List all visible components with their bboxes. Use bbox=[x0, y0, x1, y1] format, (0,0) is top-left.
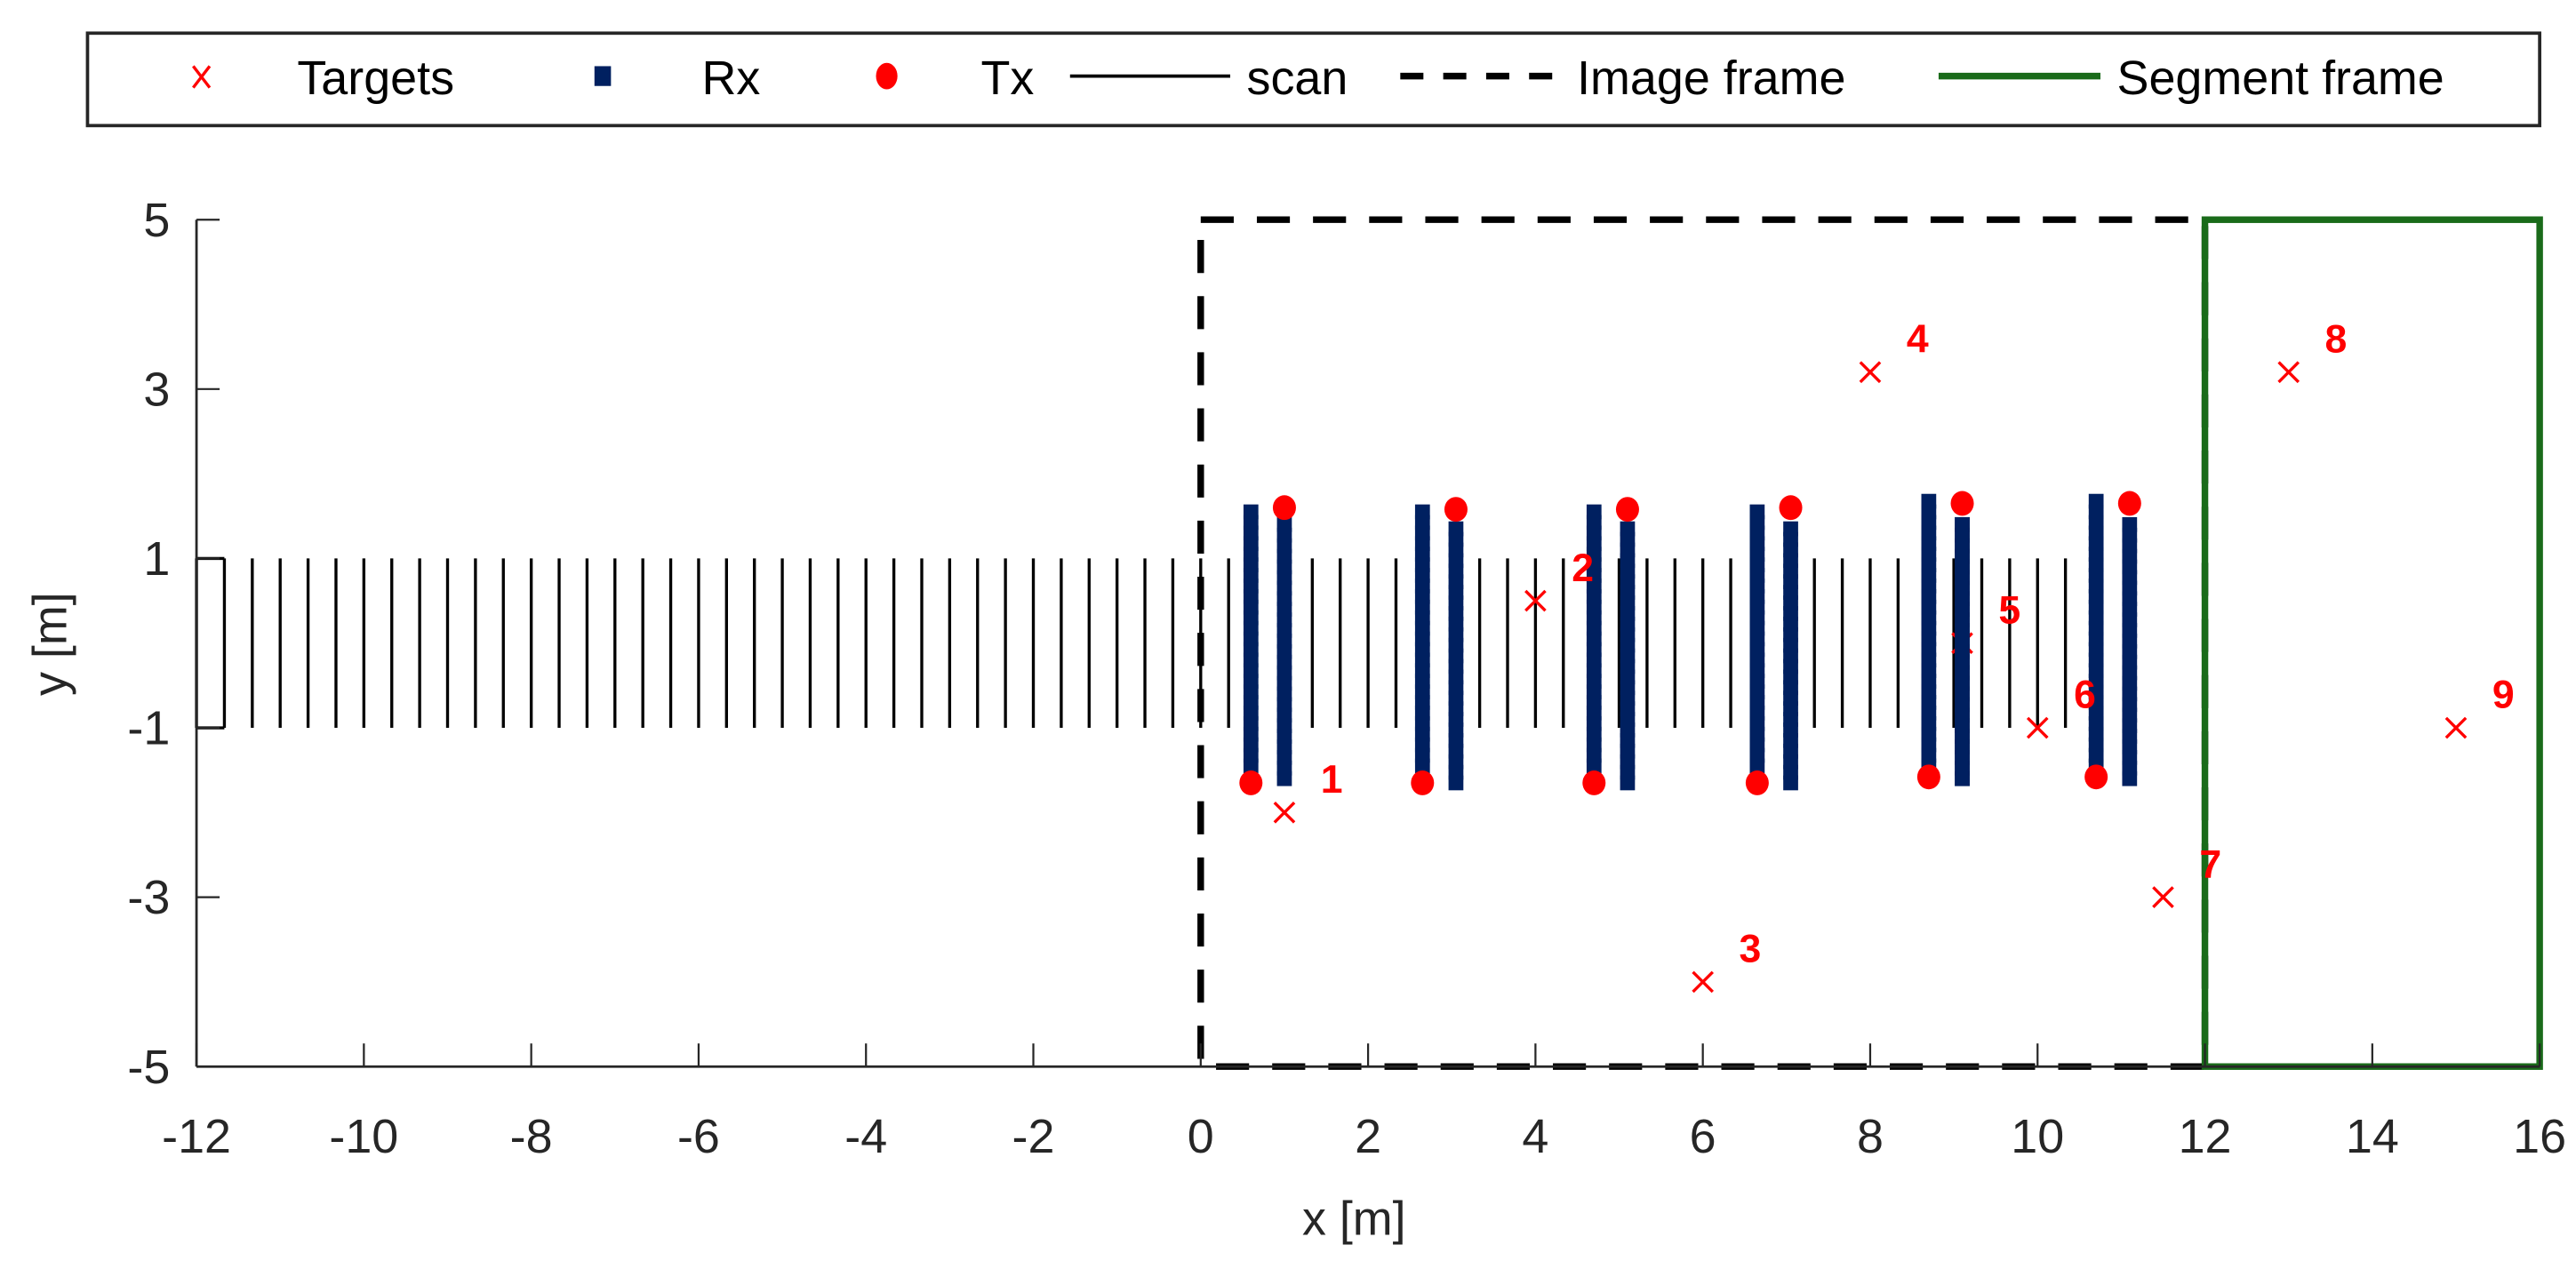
legend-item-image-frame: Image frame bbox=[1400, 52, 1845, 105]
legend-box bbox=[85, 31, 2541, 128]
rx-marker bbox=[1414, 504, 1430, 520]
target-3: 3 bbox=[1692, 928, 1762, 994]
y-axis-label: y [m] bbox=[23, 592, 76, 696]
tx-marker bbox=[1745, 770, 1769, 795]
targets: 1 2 3 4 5 6 7 8 9 bbox=[1273, 317, 2515, 994]
target-label: 1 bbox=[1321, 758, 1343, 802]
x-tick-label: 6 bbox=[1690, 1110, 1716, 1163]
rx-marker bbox=[1243, 504, 1259, 520]
x-marker-icon bbox=[192, 65, 212, 89]
legend-item-scan: scan bbox=[1069, 52, 1348, 105]
x-tick-label: 16 bbox=[2513, 1110, 2566, 1163]
target-8: 8 bbox=[2277, 317, 2348, 384]
legend-item-segment-frame: Segment frame bbox=[1938, 52, 2444, 105]
y-tick-label: -1 bbox=[127, 702, 170, 755]
target-1: 1 bbox=[1273, 758, 1343, 824]
segment-frame bbox=[2201, 216, 2543, 1070]
target-2: 2 bbox=[1524, 547, 1594, 612]
x-axis-label: x [m] bbox=[1302, 1193, 1406, 1246]
x-tick-label: 8 bbox=[1857, 1110, 1884, 1163]
x-tick-label: -10 bbox=[329, 1110, 398, 1163]
tx-marker bbox=[1411, 770, 1435, 795]
x-marker-icon bbox=[1524, 589, 1547, 612]
rx-marker bbox=[1448, 521, 1464, 537]
rx-marker bbox=[1276, 516, 1292, 532]
target-label: 6 bbox=[2074, 674, 2096, 717]
rx-marker bbox=[1921, 493, 1937, 509]
x-marker-icon bbox=[2444, 716, 2468, 739]
tx-marker bbox=[1615, 497, 1639, 523]
legend-label-scan: scan bbox=[1247, 52, 1348, 105]
rx-marker bbox=[1749, 504, 1765, 520]
legend-label-targets: Targets bbox=[297, 52, 454, 105]
target-9: 9 bbox=[2444, 674, 2515, 739]
target-label: 7 bbox=[2199, 842, 2221, 886]
x-marker-icon bbox=[1273, 801, 1296, 824]
x-tick-label: 10 bbox=[2011, 1110, 2064, 1163]
rx-array bbox=[1243, 493, 2138, 791]
target-7: 7 bbox=[2152, 842, 2221, 908]
y-tick-label: -3 bbox=[127, 871, 170, 924]
x-tick-label: -2 bbox=[1012, 1110, 1055, 1163]
legend-item-targets: Targets bbox=[192, 52, 454, 105]
tx-marker bbox=[1582, 770, 1606, 795]
tx-marker bbox=[1272, 495, 1296, 521]
legend-item-tx: Tx bbox=[876, 52, 1034, 105]
x-marker-icon bbox=[2026, 716, 2049, 739]
tx-marker bbox=[1444, 497, 1468, 523]
x-marker-icon bbox=[2152, 886, 2174, 908]
x-marker-icon bbox=[1692, 970, 1715, 994]
target-label: 9 bbox=[2492, 674, 2515, 717]
target-label: 4 bbox=[1907, 317, 1929, 361]
x-tick-label: 14 bbox=[2346, 1110, 2399, 1163]
legend-label-segment-frame: Segment frame bbox=[2117, 52, 2444, 105]
x-tick-label: 2 bbox=[1355, 1110, 1381, 1163]
tx-array bbox=[1239, 491, 2141, 795]
target-6: 6 bbox=[2026, 674, 2096, 739]
x-marker-icon bbox=[1859, 361, 1882, 384]
rx-marker bbox=[2122, 516, 2138, 532]
y-tick-label: -5 bbox=[127, 1041, 170, 1094]
target-label: 2 bbox=[1572, 547, 1594, 590]
y-tick-label: 1 bbox=[143, 532, 170, 586]
tx-marker bbox=[1239, 770, 1263, 795]
rx-marker bbox=[1955, 516, 1970, 532]
y-tick-label: 3 bbox=[143, 363, 170, 416]
target-label: 8 bbox=[2325, 317, 2348, 361]
x-marker-icon bbox=[2277, 361, 2300, 384]
y-tick-label: 5 bbox=[143, 194, 170, 247]
tx-marker bbox=[1950, 491, 1974, 516]
rx-marker bbox=[1586, 504, 1602, 520]
tx-marker bbox=[1779, 495, 1803, 521]
legend-label-image-frame: Image frame bbox=[1577, 52, 1845, 105]
x-tick-label: -4 bbox=[844, 1110, 887, 1163]
x-tick-label: 4 bbox=[1522, 1110, 1548, 1163]
rx-marker bbox=[1783, 521, 1798, 537]
x-tick-label: 0 bbox=[1188, 1110, 1214, 1163]
legend: Targets Rx Tx scan Image frame bbox=[85, 31, 2541, 128]
circle-marker-icon bbox=[876, 62, 898, 90]
x-tick-label: -12 bbox=[162, 1110, 231, 1163]
target-4: 4 bbox=[1859, 317, 1929, 384]
x-tick-label: -8 bbox=[510, 1110, 553, 1163]
x-tick-label: -6 bbox=[677, 1110, 720, 1163]
target-label: 3 bbox=[1740, 928, 1762, 971]
square-marker-icon bbox=[594, 66, 612, 86]
tx-marker bbox=[1916, 764, 1940, 790]
target-label: 5 bbox=[1998, 588, 2020, 632]
rx-marker bbox=[2088, 493, 2104, 509]
legend-label-tx: Tx bbox=[980, 52, 1034, 105]
legend-item-rx: Rx bbox=[594, 52, 761, 105]
legend-label-rx: Rx bbox=[702, 52, 761, 105]
tx-marker bbox=[2084, 764, 2108, 790]
rx-marker bbox=[1620, 521, 1636, 537]
x-tick-label: 12 bbox=[2179, 1110, 2232, 1163]
tx-marker bbox=[2117, 491, 2141, 516]
